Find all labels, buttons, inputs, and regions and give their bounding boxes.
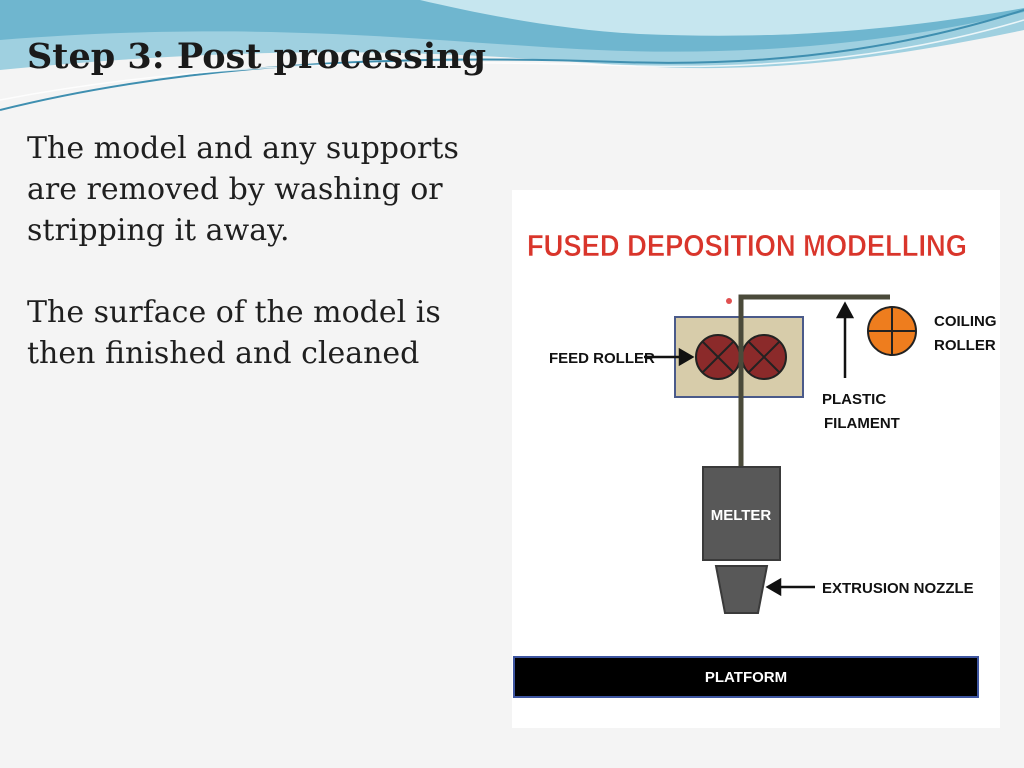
coiling-roller (867, 306, 917, 356)
extrusion-nozzle-shape (714, 565, 769, 614)
feed-roller-left (695, 334, 741, 380)
paragraph-removal: The model and any supports are removed b… (27, 131, 459, 248)
plastic-filament-line (738, 294, 890, 466)
extrusion-nozzle-arrow (765, 577, 815, 597)
feed-roller-right (741, 334, 787, 380)
plastic-filament-label-line2: FILAMENT (824, 415, 900, 432)
header-wave (0, 0, 1024, 111)
feed-roller-label: FEED ROLLER (549, 350, 655, 367)
slide-body: The model and any supports are removed b… (27, 128, 497, 415)
slide-title: Step 3: Post processing (27, 36, 487, 77)
melter-label: MELTER (711, 507, 772, 524)
plastic-filament-arrow (835, 301, 855, 378)
feed-roller-arrow (644, 347, 695, 367)
filament-start-dot (726, 298, 732, 304)
extrusion-nozzle-label: EXTRUSION NOZZLE (822, 580, 974, 597)
melter-block (702, 466, 781, 561)
paragraph-finishing: The surface of the model is then finishe… (27, 295, 441, 371)
fdm-diagram: FUSED DEPOSITION MODELLING MELTER (512, 190, 1000, 728)
coiling-roller-label-line1: COILING (934, 313, 997, 330)
diagram-title: FUSED DEPOSITION MODELLING (527, 228, 967, 263)
platform-bar (513, 656, 979, 698)
plastic-filament-label-line1: PLASTIC (822, 391, 886, 408)
fdm-diagram-svg: FUSED DEPOSITION MODELLING MELTER (513, 228, 997, 698)
platform-label: PLATFORM (705, 669, 787, 686)
coiling-roller-label-line2: ROLLER (934, 337, 996, 354)
